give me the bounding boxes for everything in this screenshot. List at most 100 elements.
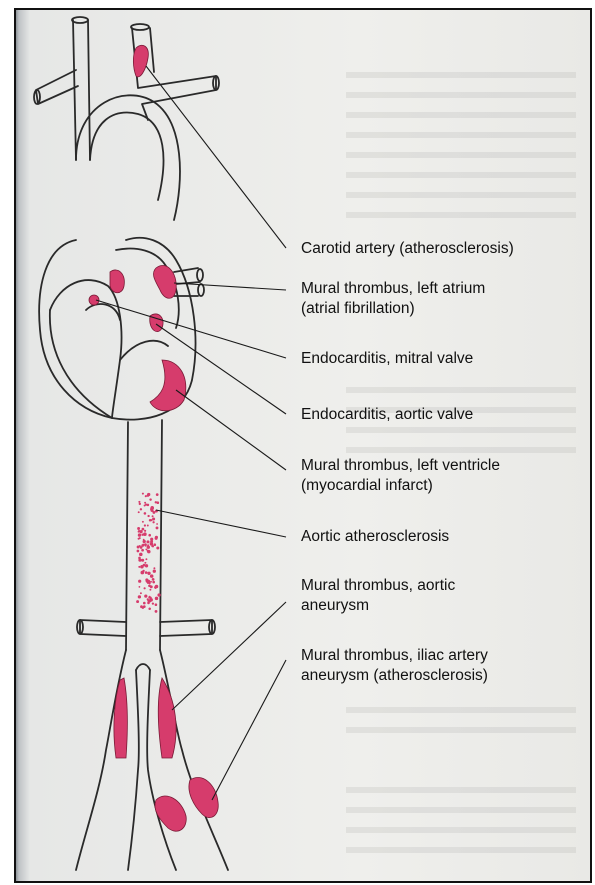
atherosclerosis-dot — [142, 607, 144, 609]
label-mitral: Endocarditis, mitral valve — [301, 350, 473, 367]
atherosclerosis-dot — [147, 602, 150, 605]
atherosclerosis-dot — [156, 523, 158, 525]
atherosclerosis-dot — [150, 538, 153, 541]
atherosclerosis-dot — [156, 493, 159, 496]
atherosclerosis-dot — [143, 532, 147, 536]
atherosclerosis-dot — [138, 530, 140, 532]
left-atrium-thrombus — [153, 265, 176, 298]
vessel-outline — [34, 17, 228, 870]
atherosclerosis-dot — [148, 607, 151, 610]
atherosclerosis-dot — [147, 572, 150, 575]
labels: Carotid artery (atherosclerosis) Mural t… — [301, 240, 514, 684]
atherosclerosis-dot — [155, 537, 158, 540]
atherosclerosis-dot — [143, 602, 146, 605]
atherosclerosis-dot — [145, 564, 148, 567]
label-carotid: Carotid artery (atherosclerosis) — [301, 240, 514, 257]
atherosclerosis-dot — [144, 587, 146, 589]
atherosclerosis-dot — [155, 501, 157, 503]
atherosclerosis-dot — [145, 495, 147, 497]
atherosclerosis-dot — [152, 515, 154, 517]
atherosclerosis-dot — [137, 550, 140, 553]
atherosclerosis-dot — [149, 498, 151, 500]
carotid-plaque — [133, 45, 148, 77]
atherosclerosis-dot — [150, 585, 153, 588]
atherosclerosis-dot — [136, 600, 139, 603]
atherosclerosis-dot — [147, 550, 151, 554]
atherosclerosis-dot — [155, 597, 159, 601]
label-iliac-line1: Mural thrombus, iliac artery — [301, 647, 488, 664]
iliac-thrombus-left — [155, 796, 186, 831]
atherosclerosis-dot — [156, 526, 159, 529]
atherosclerosis-dot — [150, 574, 154, 578]
atherosclerosis-dot — [142, 521, 144, 523]
label-left-atrium-line1: Mural thrombus, left atrium — [301, 280, 485, 297]
atherosclerosis-dot — [140, 508, 142, 510]
label-iliac-line2: aneurysm (atherosclerosis) — [301, 667, 488, 684]
atherosclerosis-dot — [147, 580, 150, 583]
label-left-ventricle-line2: (myocardial infarct) — [301, 477, 433, 494]
atherosclerosis-dot — [152, 517, 155, 520]
label-aortic-aneurysm-line1: Mural thrombus, aortic — [301, 577, 455, 594]
atherosclerosis-dot — [143, 539, 145, 541]
scanned-page: Carotid artery (atherosclerosis) Mural t… — [14, 8, 592, 883]
atherosclerosis-dot — [146, 540, 149, 543]
atherosclerosis-dot — [142, 528, 145, 531]
atherosclerosis-dot — [147, 598, 149, 600]
atherosclerosis-dot — [145, 548, 147, 550]
atherosclerosis-dot — [138, 566, 140, 568]
atherosclerosis-dot — [153, 570, 156, 573]
atherosclerosis-dot — [141, 549, 144, 552]
atherosclerosis-dot — [149, 589, 151, 591]
atherosclerosis-dot — [139, 537, 141, 539]
atherosclerosis-dot — [141, 559, 144, 562]
atherosclerosis-dot — [152, 521, 154, 523]
aortic-aneurysm-thrombus-left — [114, 678, 127, 758]
atherosclerosis-dot — [137, 527, 140, 530]
label-aortic-valve: Endocarditis, aortic valve — [301, 406, 473, 423]
mitral-vegetation — [110, 270, 124, 293]
atherosclerosis-dot — [147, 494, 150, 497]
atherosclerosis-dot — [155, 603, 158, 606]
atherosclerosis-dot — [144, 502, 146, 504]
atherosclerosis-dot — [139, 503, 141, 505]
label-left-ventricle-line1: Mural thrombus, left ventricle — [301, 457, 500, 474]
atherosclerosis-dot — [152, 578, 155, 581]
atherosclerosis-dot — [145, 558, 147, 560]
atherosclerosis-dot — [156, 547, 159, 550]
atherosclerosis-dot — [138, 511, 140, 513]
label-left-atrium-line2: (atrial fibrillation) — [301, 300, 415, 317]
label-aortic-aneurysm-line2: aneurysm — [301, 597, 369, 614]
atherosclerosis-dot — [148, 534, 151, 537]
atherosclerosis-dot — [152, 581, 155, 584]
embolism-sources-diagram: Carotid artery (atherosclerosis) Mural t… — [16, 10, 592, 883]
atherosclerosis-dot — [144, 562, 146, 564]
thrombus-marks — [89, 45, 218, 831]
atherosclerosis-dot — [139, 586, 141, 588]
atherosclerosis-dot — [138, 501, 140, 503]
left-ventricle-thrombus — [150, 360, 186, 411]
atherosclerosis-dot — [147, 525, 149, 527]
atherosclerosis-dot — [147, 504, 150, 507]
atherosclerosis-dot — [150, 581, 152, 583]
atherosclerosis-dot — [157, 593, 160, 596]
atherosclerosis-dot — [153, 543, 156, 546]
atherosclerosis-dot — [142, 544, 144, 546]
atherosclerosis-dot — [145, 571, 148, 574]
aortic-aneurysm-thrombus-right — [158, 678, 176, 758]
atherosclerosis-dot — [137, 546, 140, 549]
atherosclerosis-dot — [149, 519, 152, 522]
atherosclerosis-dot — [142, 493, 144, 495]
label-aortic-atherosclerosis: Aortic atherosclerosis — [301, 528, 449, 545]
atherosclerosis-dot — [152, 511, 155, 514]
atherosclerosis-dot — [144, 524, 146, 526]
atherosclerosis-dot — [144, 530, 146, 532]
atherosclerosis-dot — [138, 580, 141, 583]
atherosclerosis-dot — [152, 602, 154, 604]
atherosclerosis-dot — [138, 595, 141, 598]
atherosclerosis-dot — [147, 546, 150, 549]
atherosclerosis-dot — [144, 512, 147, 515]
atherosclerosis-dot — [155, 610, 158, 613]
atherosclerosis-dot — [142, 570, 144, 572]
atherosclerosis-dot — [138, 557, 141, 560]
atherosclerosis-dot — [144, 594, 147, 597]
